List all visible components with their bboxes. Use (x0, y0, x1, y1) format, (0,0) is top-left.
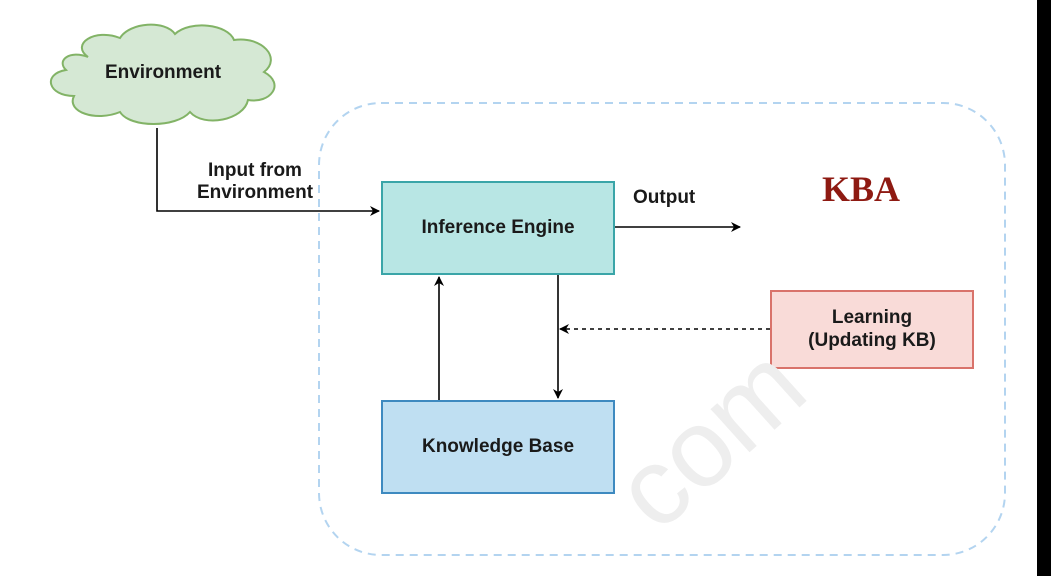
kba-boundary (318, 102, 1006, 556)
environment-cloud (49, 23, 276, 125)
kba-title: KBA (822, 169, 901, 209)
environment-label: Environment (104, 62, 222, 83)
learning-node: Learning (Updating KB) (770, 290, 974, 369)
inference-engine-node: Inference Engine (381, 181, 615, 275)
knowledge-base-node: Knowledge Base (381, 400, 615, 494)
input-arrow (156, 128, 380, 216)
input-edge-label: Input from Environment (196, 160, 314, 203)
learning-label: Learning (Updating KB) (808, 306, 936, 351)
output-edge-label: Output (633, 187, 696, 208)
knowledge-base-label: Knowledge Base (421, 435, 575, 457)
inference-engine-label: Inference Engine (421, 216, 575, 238)
